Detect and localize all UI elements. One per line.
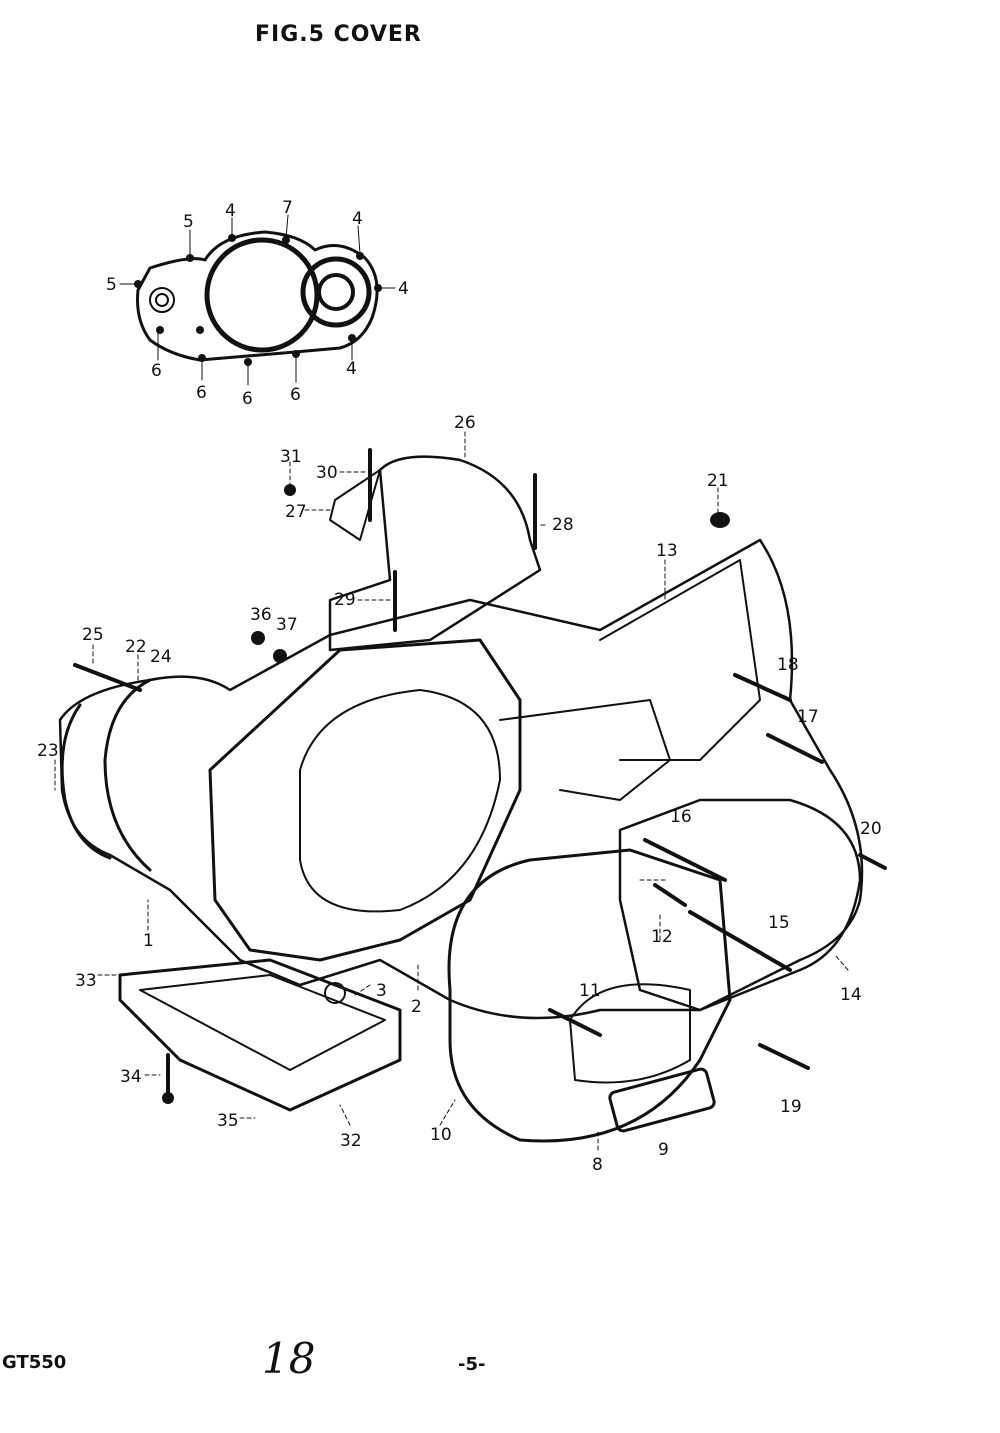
callout: 33 xyxy=(75,971,97,991)
clutch-cover xyxy=(447,848,732,1143)
generator-cover xyxy=(618,798,862,1012)
callout: 22 xyxy=(125,637,147,657)
callout: 4 xyxy=(346,359,357,379)
callout: 19 xyxy=(780,1097,802,1117)
callout: 31 xyxy=(280,447,302,467)
bolts xyxy=(73,448,887,1097)
gasket-leader-lines xyxy=(119,214,396,386)
page-number: -5- xyxy=(458,1354,486,1375)
callout: 11 xyxy=(579,981,601,1001)
callout: 32 xyxy=(340,1131,362,1151)
callout: 17 xyxy=(797,707,819,727)
callout: 14 xyxy=(840,985,862,1005)
callout: 10 xyxy=(430,1125,452,1145)
main-leader-lines xyxy=(54,431,849,1151)
callout: 4 xyxy=(398,279,409,299)
callout-labels: 5 4 7 4 5 4 6 6 6 6 4 26 31 30 27 28 21 … xyxy=(37,198,882,1175)
callout: 36 xyxy=(250,605,272,625)
callout: 6 xyxy=(290,385,301,405)
callout: 25 xyxy=(82,625,104,645)
callout: 15 xyxy=(768,913,790,933)
callout: 16 xyxy=(670,807,692,827)
callout: 7 xyxy=(282,198,293,218)
callout: 6 xyxy=(196,383,207,403)
callout: 35 xyxy=(217,1111,239,1131)
gasket-bolt-holes xyxy=(134,234,382,366)
callout: 4 xyxy=(352,209,363,229)
callout: 2 xyxy=(411,997,422,1017)
callout: 24 xyxy=(150,647,172,667)
callout: 34 xyxy=(120,1067,142,1087)
callout: 21 xyxy=(707,471,729,491)
callout: 8 xyxy=(592,1155,603,1175)
small-parts xyxy=(162,484,730,1104)
callout: 28 xyxy=(552,515,574,535)
callout: 29 xyxy=(334,590,356,610)
callout: 12 xyxy=(651,927,673,947)
callout: 3 xyxy=(376,981,387,1001)
callout: 5 xyxy=(106,275,117,295)
oil-pump-cover xyxy=(328,455,542,652)
callout: 37 xyxy=(276,615,298,635)
handwritten-number: 18 xyxy=(262,1334,316,1383)
callout: 6 xyxy=(151,361,162,381)
callout: 27 xyxy=(285,502,307,522)
callout: 30 xyxy=(316,463,338,483)
callout: 23 xyxy=(37,741,59,761)
callout: 9 xyxy=(658,1140,669,1160)
oil-pan xyxy=(118,958,402,1112)
callout: 13 xyxy=(656,541,678,561)
clutch-cover-gasket xyxy=(136,230,379,362)
page-title: FIG.5 COVER xyxy=(255,22,422,47)
callout: 4 xyxy=(225,201,236,221)
callout: 5 xyxy=(183,212,194,232)
callout: 6 xyxy=(242,389,253,409)
callout: 18 xyxy=(777,655,799,675)
model-label: GT550 xyxy=(2,1352,67,1373)
callout: 20 xyxy=(860,819,882,839)
crankcase-body xyxy=(58,538,864,1020)
callout: 26 xyxy=(454,413,476,433)
callout: 1 xyxy=(143,931,154,951)
